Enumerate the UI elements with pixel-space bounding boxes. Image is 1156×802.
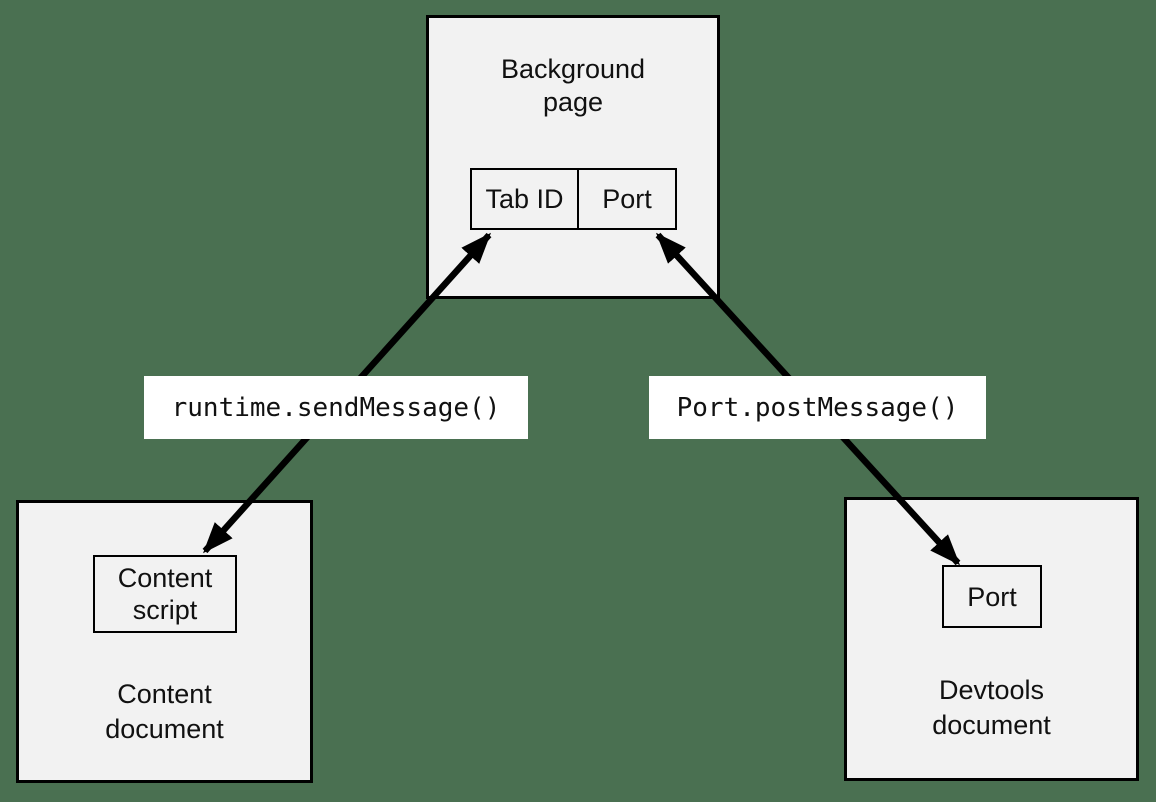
label-runtime-sendmessage: runtime.sendMessage(): [144, 376, 528, 439]
tabid-port-record: Tab ID Port: [470, 168, 677, 230]
devtools-document-title: Devtools document: [932, 675, 1051, 740]
label-port-postmessage: Port.postMessage(): [649, 376, 986, 439]
content-document-title: Content document: [105, 679, 224, 744]
background-page-title: Background page: [500, 54, 646, 117]
content-script-box: Content script: [93, 555, 237, 633]
background-port-cell: Port: [577, 170, 675, 228]
tab-id-cell: Tab ID: [485, 183, 564, 214]
devtools-port-box: Port: [942, 565, 1042, 628]
